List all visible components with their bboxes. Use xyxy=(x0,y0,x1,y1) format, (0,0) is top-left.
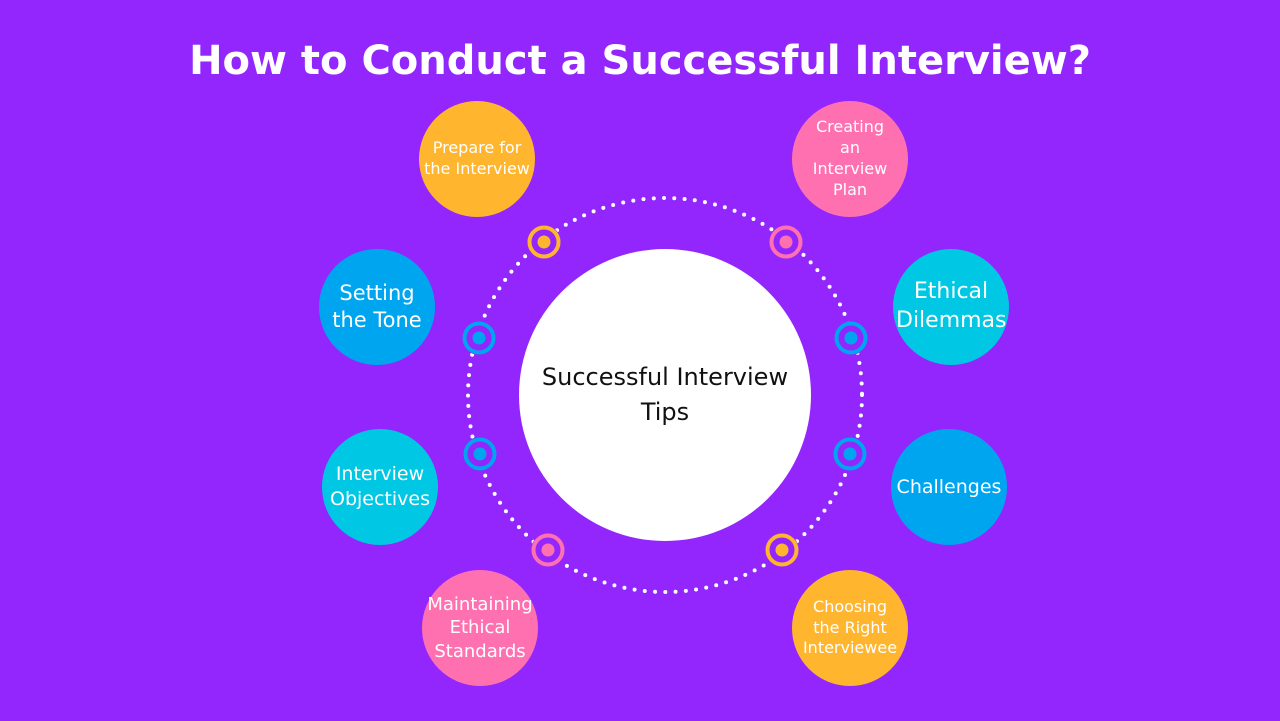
ring-marker-icon xyxy=(769,225,803,259)
node-maintaining-standards: Maintaining Ethical Standards xyxy=(422,570,538,686)
node-label: Interview Objectives xyxy=(330,463,430,510)
ring-marker-icon xyxy=(527,225,561,259)
node-ethical-dilemmas: Ethical Dilemmas xyxy=(893,249,1009,365)
node-label: Ethical Dilemmas xyxy=(896,279,1007,333)
node-label: Challenges xyxy=(896,475,1002,498)
ring-marker-icon xyxy=(834,321,868,355)
ring-marker-icon xyxy=(531,533,565,567)
ring-marker-icon xyxy=(463,437,497,471)
ring-marker-icon xyxy=(765,533,799,567)
node-setting-tone: Setting the Tone xyxy=(319,249,435,365)
page-title: How to Conduct a Successful Interview? xyxy=(189,38,1091,84)
node-label: Setting the Tone xyxy=(332,280,422,332)
node-label: Choosing the Right Interviewee xyxy=(802,596,898,658)
center-circle: Successful Interview Tips xyxy=(519,249,811,541)
node-interview-objectives: Interview Objectives xyxy=(322,429,438,545)
dotted-ring xyxy=(466,196,864,594)
ring-marker-icon xyxy=(833,437,867,471)
node-creating-plan: Creating an Interview Plan xyxy=(792,101,908,217)
ring-marker-icon xyxy=(462,321,496,355)
node-challenges: Challenges xyxy=(891,429,1007,545)
node-label: Prepare for the Interview xyxy=(424,138,530,178)
node-label: Maintaining Ethical Standards xyxy=(427,593,533,662)
node-choosing-interviewee: Choosing the Right Interviewee xyxy=(792,570,908,686)
center-label: Successful Interview Tips xyxy=(541,363,789,426)
node-prepare: Prepare for the Interview xyxy=(419,101,535,217)
node-label: Creating an Interview Plan xyxy=(812,117,888,199)
